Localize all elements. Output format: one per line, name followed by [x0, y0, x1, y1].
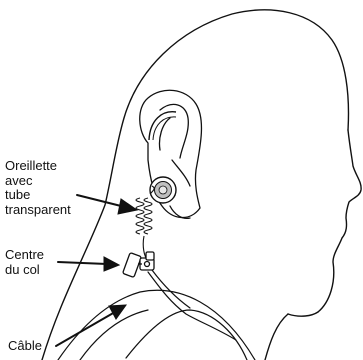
arrow-earpiece: [77, 195, 125, 207]
label-earpiece: Oreillette avec tube transparent: [5, 159, 71, 217]
collar-lines: [58, 270, 255, 360]
label-collar: Centre du col: [5, 248, 44, 277]
arrow-cable: [56, 312, 115, 346]
label-cable: Câble: [8, 339, 42, 354]
arrow-collar: [58, 262, 107, 264]
head-outline: [42, 10, 361, 360]
